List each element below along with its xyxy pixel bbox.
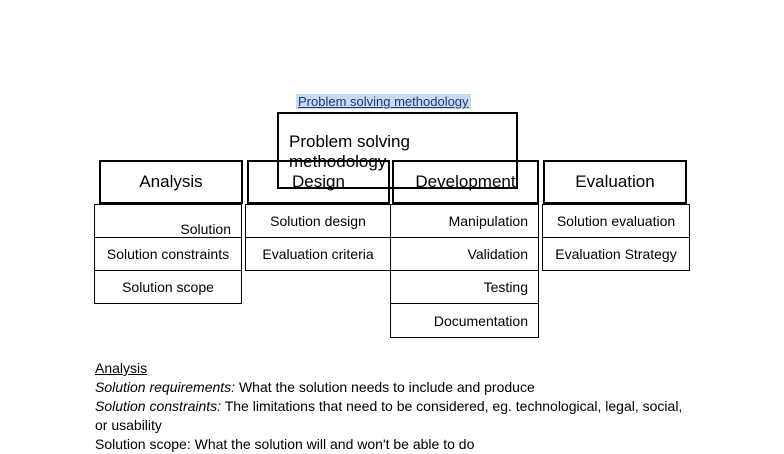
notes-line2-text: The limitations that need to be consider… — [95, 398, 683, 433]
analysis-item-scope: Solution scope — [94, 270, 242, 304]
analysis-item-label: Solution constraints — [106, 246, 230, 262]
notes-heading: Analysis — [95, 360, 148, 376]
development-item-label: Manipulation — [448, 213, 528, 229]
header-evaluation-label: Evaluation — [575, 172, 655, 191]
evaluation-item-strategy: Evaluation Strategy — [542, 237, 690, 271]
evaluation-item-solution-evaluation: Solution evaluation — [542, 204, 690, 238]
header-design: Design — [247, 160, 390, 204]
header-evaluation: Evaluation — [543, 160, 687, 204]
development-item-validation: Validation — [390, 237, 539, 271]
methodology-title-box[interactable]: Problem solving methodology — [277, 112, 518, 189]
notes-line1-text: What the solution needs to include and p… — [235, 379, 535, 395]
development-item-manipulation: Manipulation — [390, 204, 539, 238]
development-item-testing: Testing — [390, 270, 539, 304]
design-item-evaluation-criteria: Evaluation criteria — [245, 237, 391, 271]
notes-line3: Solution scope: What the solution will a… — [95, 436, 475, 452]
header-development: Development — [392, 160, 539, 204]
notes-line1-label: Solution requirements: — [95, 379, 236, 395]
analysis-notes: Analysis Solution requirements: What the… — [95, 359, 695, 454]
analysis-item-requirements: Solution requirements — [94, 204, 242, 253]
design-item-label: Solution design — [270, 213, 366, 229]
methodology-link[interactable]: Problem solving methodology — [296, 94, 471, 109]
methodology-title: Problem solving methodology — [289, 132, 410, 171]
development-item-label: Testing — [483, 279, 528, 295]
analysis-item-label: Solution scope — [122, 279, 214, 295]
header-design-label: Design — [292, 172, 345, 191]
analysis-item-constraints: Solution constraints — [94, 237, 242, 271]
development-item-label: Documentation — [433, 312, 528, 329]
design-item-solution-design: Solution design — [245, 204, 391, 238]
notes-line2-label: Solution constraints: — [95, 398, 222, 414]
evaluation-item-label: Solution evaluation — [556, 213, 676, 229]
design-item-label: Evaluation criteria — [262, 246, 374, 262]
development-item-label: Validation — [467, 246, 528, 262]
header-analysis-label: Analysis — [139, 172, 203, 191]
header-analysis: Analysis — [99, 160, 243, 204]
evaluation-item-label: Evaluation Strategy — [555, 246, 677, 262]
development-item-documentation: Documentation — [390, 303, 539, 338]
header-development-label: Development — [415, 172, 516, 191]
